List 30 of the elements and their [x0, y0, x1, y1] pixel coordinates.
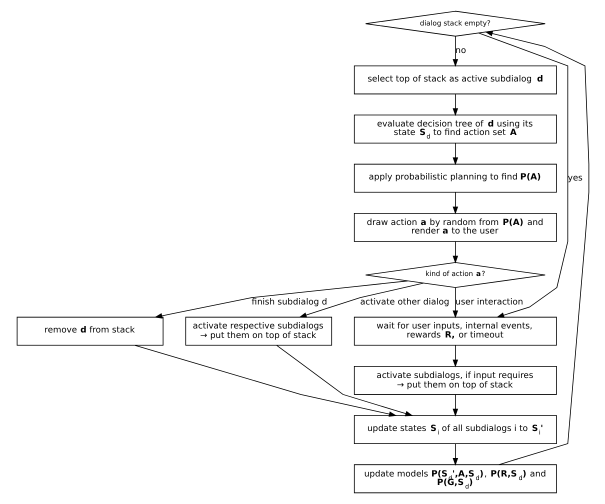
edge-label: user interaction	[454, 298, 523, 308]
node-box: remove d from stack	[16, 316, 163, 346]
node-box: select top of stack as active subdialog d	[353, 65, 556, 94]
arrow	[484, 30, 589, 466]
node-diamond: kind of action a?	[364, 262, 546, 288]
arrow	[452, 394, 458, 417]
node-box: wait for user inputs, internal events, rewards R, or timeout	[353, 316, 556, 346]
node-box: update states S$_{i}$ of all subdialogs i to S$_{i}$'	[353, 415, 556, 444]
node-box: evaluate decision tree of d using its state S$_{d}$ to find action set A	[353, 114, 556, 144]
node-box: activate respective subdialogs → put them on top of stack	[184, 316, 332, 346]
arrow	[478, 32, 568, 318]
edge-label: no	[454, 46, 466, 56]
arrow	[452, 142, 458, 166]
edge-label: finish subdialog d	[251, 298, 327, 308]
edge-label: activate other dialog	[360, 298, 449, 308]
arrow	[452, 192, 458, 214]
arrow	[452, 287, 458, 318]
arrow	[154, 280, 408, 319]
arrow	[452, 241, 458, 264]
arrow	[298, 282, 424, 318]
arrow	[134, 344, 396, 417]
arrow	[276, 345, 413, 416]
arrow	[452, 94, 458, 116]
arrow	[452, 36, 458, 67]
edge-label: yes	[567, 173, 582, 184]
node-box: activate subdialogs, if input requires → put them on top of stack	[353, 366, 556, 395]
node-box: apply probabilistic planning to find P(A)	[353, 164, 556, 193]
arrow	[452, 443, 458, 466]
node-box: draw action a by random from P(A) and render a to the user	[353, 212, 556, 242]
arrow	[452, 345, 458, 368]
